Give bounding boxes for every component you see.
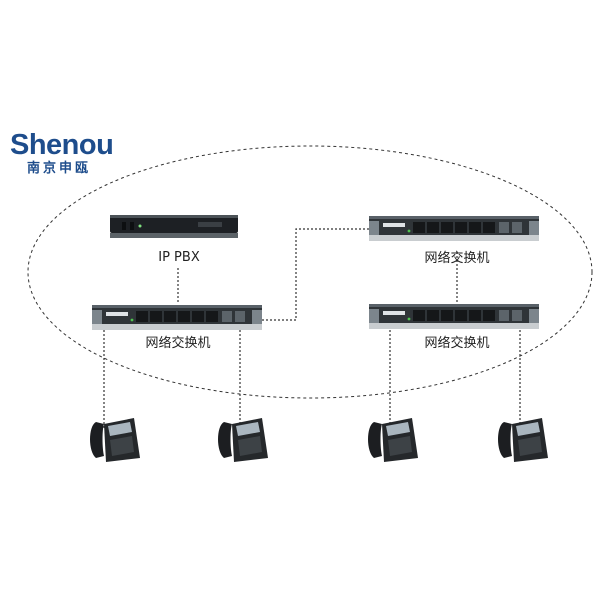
network-switch-icon xyxy=(92,305,262,330)
network-switch-icon xyxy=(369,304,539,329)
switch-right-label: 网络交换机 xyxy=(424,335,489,351)
ip-pbx-server-icon xyxy=(110,215,238,238)
network-boundary-ellipse xyxy=(27,145,593,399)
ip-phone-icon xyxy=(218,418,268,462)
brand-logo-chinese: 南京申瓯 xyxy=(27,161,92,176)
switch-top-right-label: 网络交换机 xyxy=(424,250,489,266)
network-switch-icon xyxy=(369,216,539,241)
pbx-label: IP PBX xyxy=(158,250,200,265)
ip-phone-icon xyxy=(368,418,418,462)
connection-links xyxy=(103,228,521,428)
ip-phone-icon xyxy=(498,418,548,462)
switch-left-label: 网络交换机 xyxy=(145,335,210,351)
ip-phone-icon xyxy=(90,418,140,462)
brand-logo-text: Shenou xyxy=(10,129,114,161)
